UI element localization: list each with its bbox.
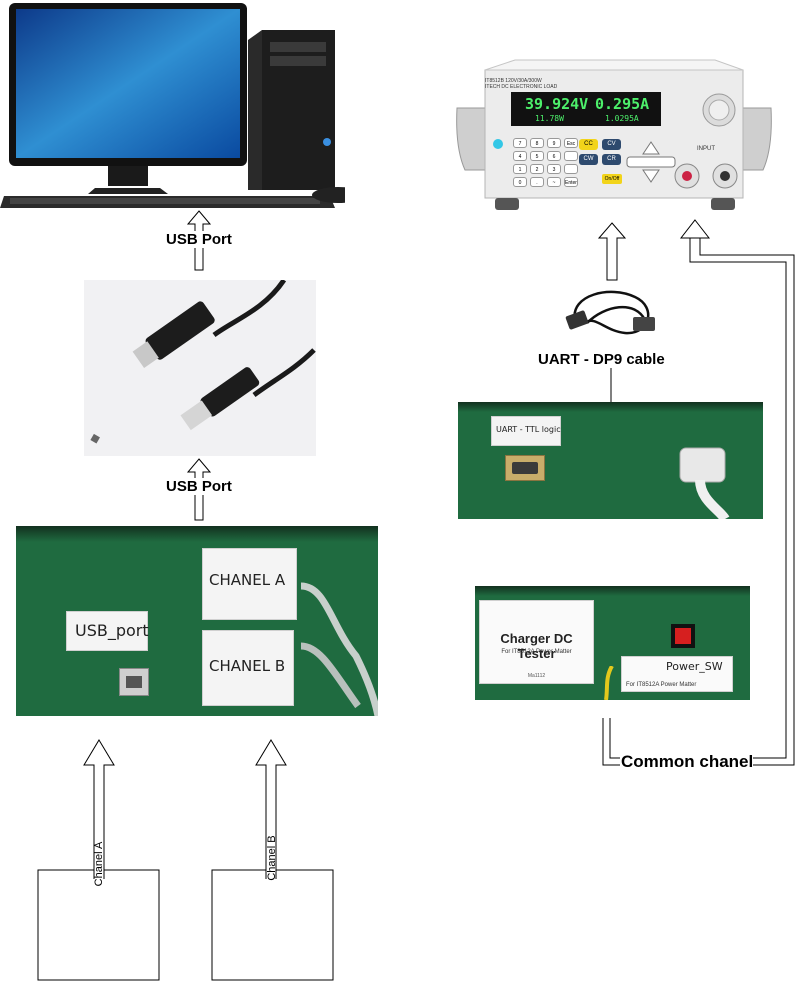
common-chanel-label: Common chanel [621, 752, 753, 772]
